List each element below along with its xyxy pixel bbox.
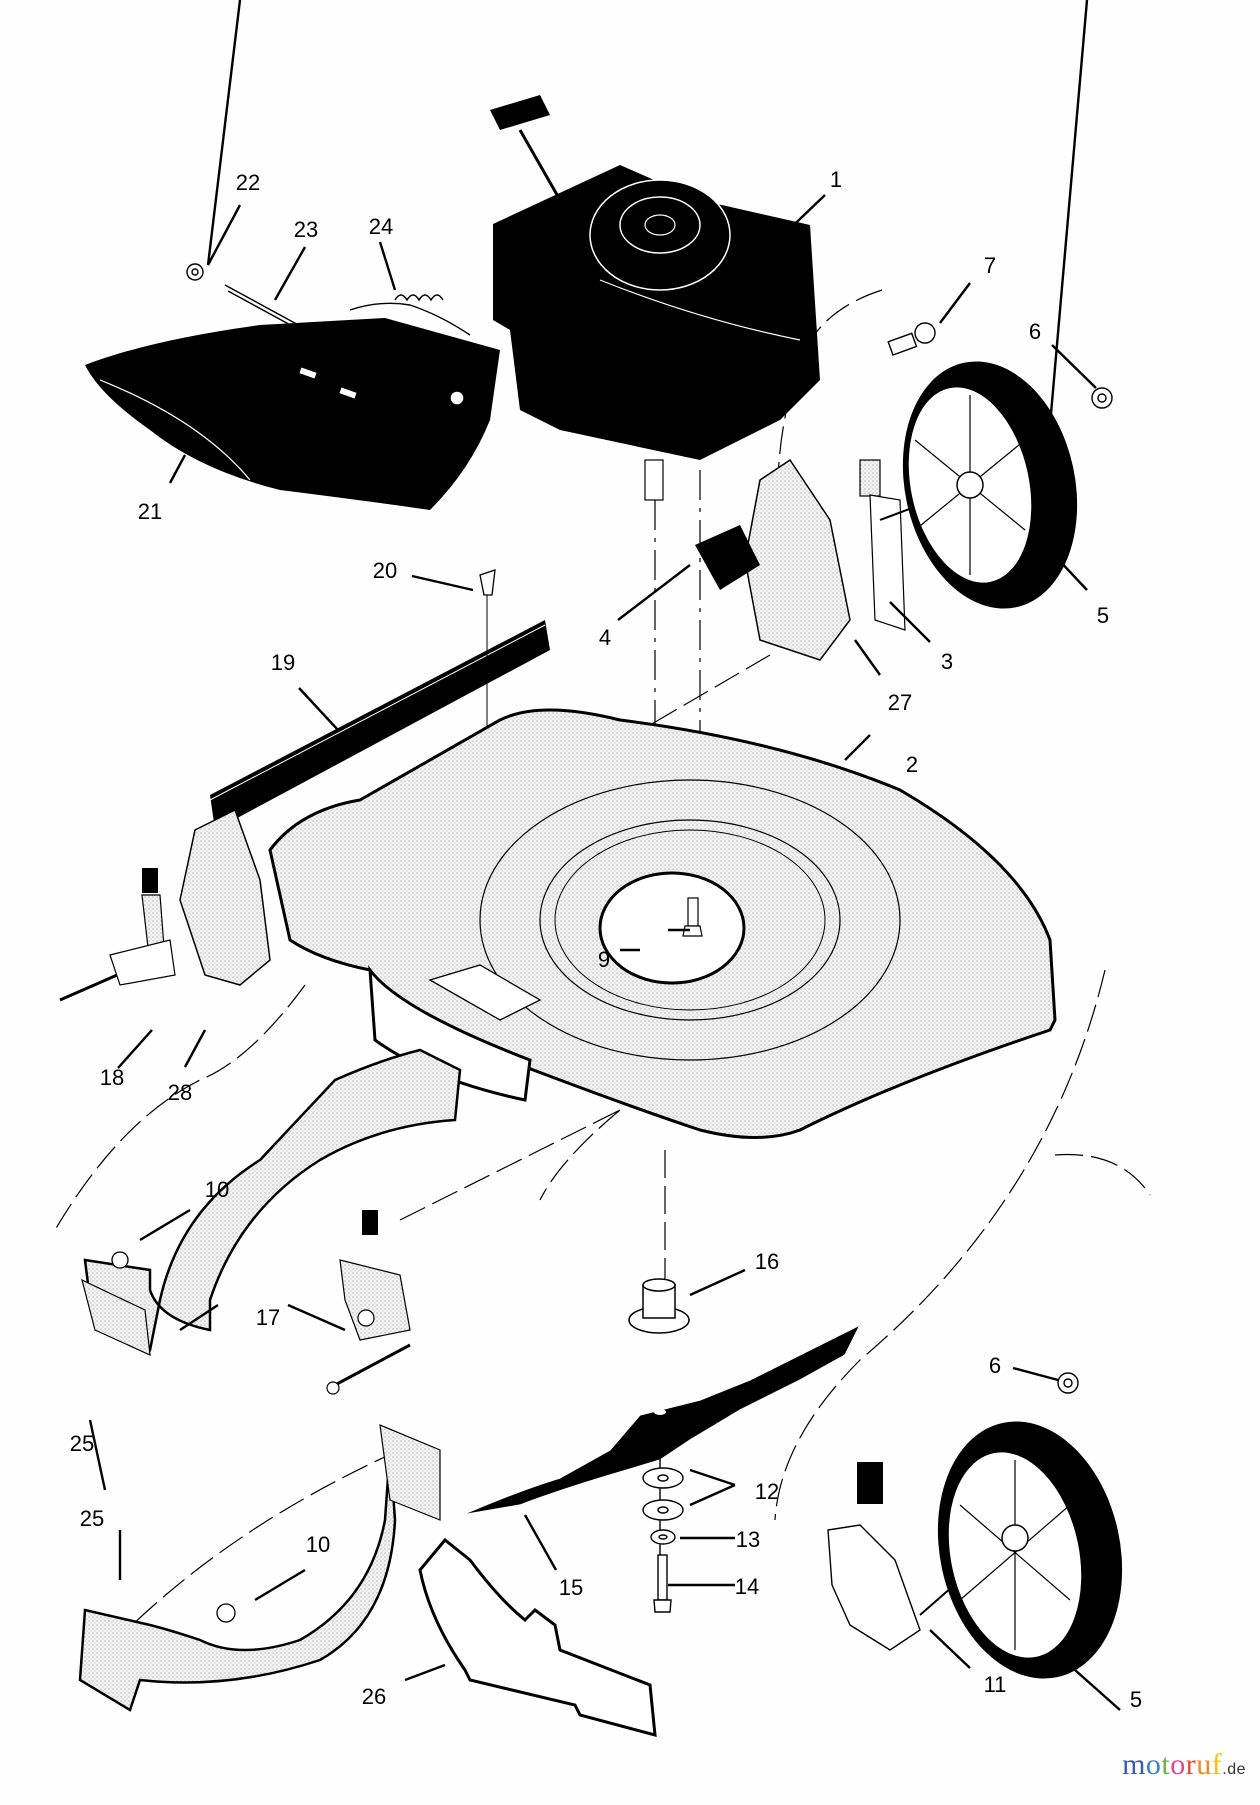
callout-5-upper: 5 [1096,603,1110,628]
callout-10-lower: 10 [305,1532,331,1557]
callout-27: 27 [887,690,913,715]
callout-16: 16 [754,1249,780,1274]
wheel-bolt [887,322,936,356]
baffle-upper [81,1048,462,1356]
rear-right-adjuster [827,1462,961,1651]
callout-leaders [88,0,1121,1711]
callout-6-lower: 6 [988,1353,1002,1378]
callout-5-lower: 5 [1129,1687,1143,1712]
callout-11: 11 [983,1672,1007,1697]
callout-26: 26 [361,1684,387,1709]
callout-23: 23 [293,217,319,242]
watermark-letter: o [1170,1748,1186,1781]
callout-17: 17 [255,1305,281,1330]
rear-flap [85,318,500,510]
callout-19: 19 [270,650,296,675]
wheel-nut [1091,387,1113,409]
callout-1: 1 [829,167,843,192]
callout-3: 3 [940,649,954,674]
callout-22: 22 [235,170,261,195]
mower-deck [268,708,1057,1139]
callout-18: 18 [99,1065,125,1090]
watermark-tld: .de [1222,1761,1246,1778]
blade-adapter [628,1278,690,1334]
watermark-letter: o [1145,1748,1162,1781]
callout-25-upper: 25 [69,1431,95,1456]
callout-12: 12 [754,1479,780,1504]
callout-24: 24 [368,214,394,239]
rear-left-adjuster [326,1210,411,1395]
watermark-letter: r [1185,1748,1197,1781]
watermark-letter: u [1196,1748,1212,1781]
wheel-upper [902,361,1078,609]
hinge-hardware [186,263,471,406]
watermark-letter: m [1122,1748,1146,1781]
front-left-adjuster [59,808,271,1002]
callout-6-upper: 6 [1028,319,1042,344]
callout-2: 2 [905,752,919,777]
callout-14: 14 [734,1574,760,1599]
callout-20: 20 [372,558,398,583]
callout-13: 13 [735,1527,761,1552]
mulch-plug [418,1537,657,1738]
callout-15: 15 [558,1575,584,1600]
blade [461,1323,862,1516]
wheel-lower [937,1421,1123,1679]
baffle-lower [78,1424,441,1712]
engine [490,95,820,501]
wheel-nut-lower [1057,1372,1079,1394]
callout-25-lower: 25 [79,1506,105,1531]
watermark-letter: t [1161,1748,1171,1781]
watermark-letter: f [1211,1748,1223,1781]
callout-21: 21 [137,499,163,524]
callout-4: 4 [598,625,612,650]
blade-hardware [642,1430,684,1613]
callout-9: 9 [597,947,611,972]
callout-28: 28 [167,1080,193,1105]
motoruf-watermark: motoruf.de [1122,1748,1246,1782]
handle-bar [209,569,550,830]
callout-10-upper: 10 [204,1177,230,1202]
callout-7: 7 [983,253,997,278]
